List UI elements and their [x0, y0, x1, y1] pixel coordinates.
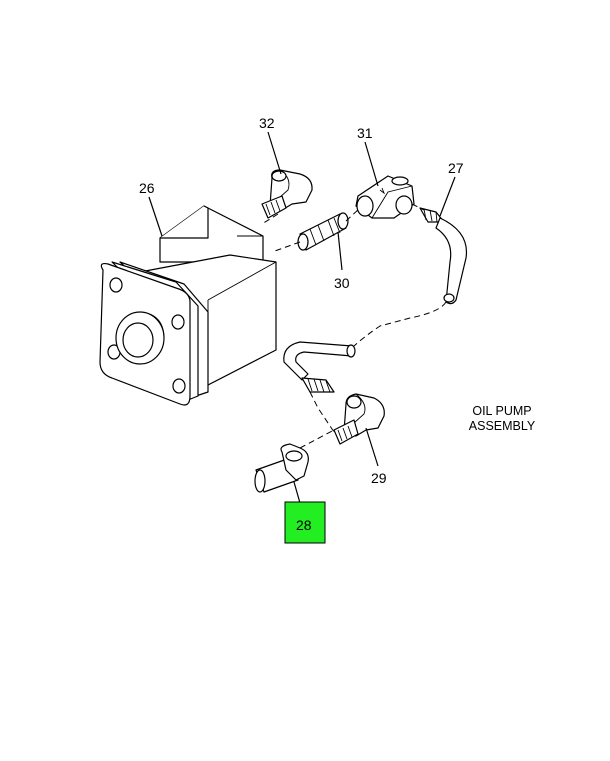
caption-line-1: OIL PUMP: [472, 404, 531, 418]
callout-31[interactable]: 31: [357, 125, 373, 141]
tube-27[interactable]: [283, 207, 468, 393]
callout-27[interactable]: 27: [448, 160, 464, 176]
elbow-fitting-29[interactable]: [333, 393, 385, 445]
oil-pump-body[interactable]: [99, 205, 277, 406]
assembly-dashed-lines: [261, 203, 447, 449]
callout-30[interactable]: 30: [334, 275, 350, 291]
callout-26[interactable]: 26: [139, 180, 155, 196]
leader-lines: [148, 131, 456, 511]
tee-fitting-31[interactable]: [355, 175, 415, 219]
callout-29[interactable]: 29: [371, 470, 387, 486]
part-28-highlight: [284, 501, 326, 544]
nipple-30[interactable]: [297, 212, 349, 251]
callout-28[interactable]: 28: [296, 517, 312, 533]
caption-line-2: ASSEMBLY: [469, 419, 536, 433]
callout-32[interactable]: 32: [259, 115, 275, 131]
elbow-fitting-32[interactable]: [261, 169, 313, 219]
connector-28[interactable]: [254, 443, 309, 493]
